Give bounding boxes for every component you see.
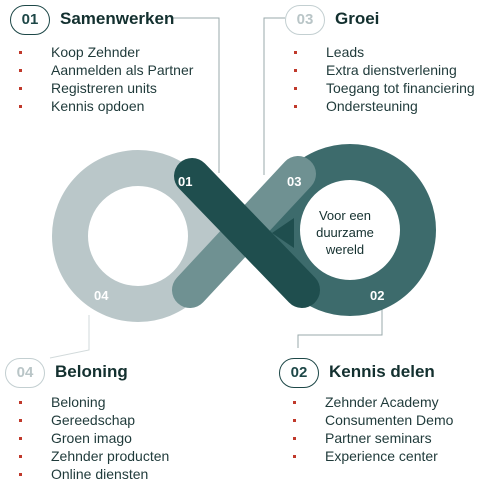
- step-badge-02: 02: [279, 358, 319, 388]
- center-text-line-1: Voor een: [319, 208, 371, 223]
- list-item: Gereedschap: [15, 411, 169, 429]
- list-item: Ondersteuning: [290, 97, 475, 115]
- connector-01: [172, 17, 220, 173]
- section-title: Beloning: [55, 362, 128, 381]
- item-list: Zehnder Academy Consumenten Demo Partner…: [289, 393, 453, 465]
- list-item: Partner seminars: [289, 429, 453, 447]
- loop-label-03: 03: [287, 174, 301, 189]
- bullet-icon: [19, 87, 22, 90]
- section-title: Samenwerken: [60, 9, 175, 28]
- bullet-icon: [19, 105, 22, 108]
- step-badge-03: 03: [285, 5, 325, 35]
- connector-03: [263, 17, 285, 175]
- bullet-icon: [19, 473, 22, 476]
- list-item: Toegang tot financiering: [290, 79, 475, 97]
- list-item: Beloning: [15, 393, 169, 411]
- bullet-icon: [294, 105, 297, 108]
- bullet-icon: [293, 437, 296, 440]
- list-item: Zehnder producten: [15, 447, 169, 465]
- bullet-icon: [19, 51, 22, 54]
- loop-label-02: 02: [370, 288, 384, 303]
- step-badge-01: 01: [10, 5, 50, 35]
- bullet-icon: [294, 51, 297, 54]
- bullet-icon: [294, 69, 297, 72]
- band-crossing-dark: [174, 158, 320, 308]
- direction-arrow: [272, 218, 294, 248]
- list-item: Kennis opdoen: [15, 97, 193, 115]
- loop-left: [52, 150, 224, 322]
- bullet-icon: [19, 419, 22, 422]
- list-item: Consumenten Demo: [289, 411, 453, 429]
- item-list: Leads Extra dienstverlening Toegang tot …: [290, 43, 475, 115]
- bullet-icon: [19, 69, 22, 72]
- bullet-icon: [294, 87, 297, 90]
- item-list: Beloning Gereedschap Groen imago Zehnder…: [15, 393, 169, 483]
- connector-02: [297, 302, 383, 348]
- loop-label-04: 04: [94, 288, 109, 303]
- bullet-icon: [19, 455, 22, 458]
- loop-label-01: 01: [178, 174, 192, 189]
- list-item: Zehnder Academy: [289, 393, 453, 411]
- list-item: Aanmelden als Partner: [15, 61, 193, 79]
- list-item: Extra dienstverlening: [290, 61, 475, 79]
- section-title: Kennis delen: [329, 362, 435, 381]
- list-item: Online diensten: [15, 465, 169, 483]
- bullet-icon: [293, 419, 296, 422]
- center-text-line-3: wereld: [325, 242, 364, 257]
- item-list: Koop Zehnder Aanmelden als Partner Regis…: [15, 43, 193, 115]
- bullet-icon: [293, 455, 296, 458]
- list-item: Registreren units: [15, 79, 193, 97]
- bullet-icon: [19, 401, 22, 404]
- list-item: Leads: [290, 43, 475, 61]
- list-item: Groen imago: [15, 429, 169, 447]
- step-badge-04: 04: [5, 358, 45, 388]
- bullet-icon: [19, 437, 22, 440]
- list-item: Experience center: [289, 447, 453, 465]
- section-title: Groei: [335, 9, 380, 28]
- connector-lines: [49, 17, 383, 359]
- list-item: Koop Zehnder: [15, 43, 193, 61]
- center-text-line-2: duurzame: [316, 225, 374, 240]
- bullet-icon: [293, 401, 296, 404]
- connector-04: [49, 315, 90, 359]
